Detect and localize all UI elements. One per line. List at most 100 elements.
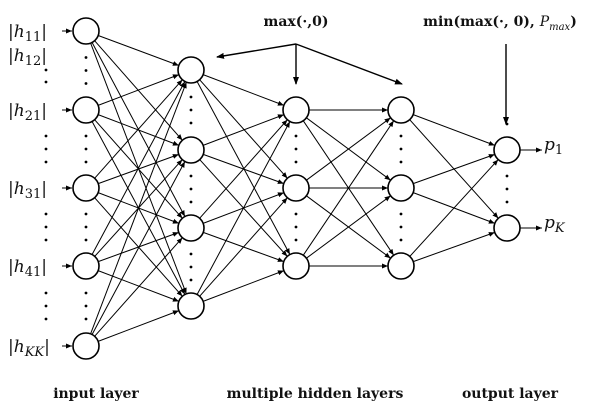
edge-input-4-to-hidden-1-0	[90, 82, 187, 334]
edge-hidden-1-0-to-hidden-2-1	[199, 79, 288, 179]
edge-input-4-to-hidden-1-2	[94, 237, 183, 337]
neuron-hidden-1-0	[177, 56, 205, 84]
ellipsis-dot	[189, 200, 193, 204]
ellipsis-dot	[84, 212, 88, 216]
input-label-sub: 41	[25, 265, 42, 280]
neuron-hidden-1-2	[177, 214, 205, 242]
ellipsis-dot	[189, 252, 193, 256]
ellipsis-dot	[84, 56, 88, 59]
edge-hidden-2-2-to-hidden-3-1	[306, 195, 391, 259]
ellipsis-dots	[44, 56, 509, 321]
edge-hidden-1-3-to-hidden-2-1	[199, 197, 288, 297]
ellipsis-dot	[505, 187, 509, 191]
edge-input-1-to-hidden-1-0	[97, 74, 180, 106]
ellipsis-dot	[189, 174, 193, 178]
edge-input-3-to-hidden-1-3	[97, 270, 180, 302]
ellipsis-dot	[399, 160, 403, 164]
neuron-input-2	[72, 174, 100, 202]
ellipsis-dot	[84, 317, 88, 321]
output-activation-var: P	[539, 14, 550, 30]
input-label-bar-right: |	[41, 22, 47, 42]
edge-input-0-to-hidden-1-0	[98, 35, 179, 66]
output-label-sub: K	[554, 221, 566, 236]
output-label-pK: pK	[544, 213, 566, 236]
input-label-sub: 11	[25, 30, 42, 45]
arrow-to-hidden-1	[216, 43, 297, 59]
connection-edges	[90, 35, 499, 342]
ellipsis-dot	[84, 147, 88, 151]
edge-hidden-1-3-to-hidden-2-0	[196, 121, 291, 295]
neuron-hidden-1-1	[177, 136, 205, 164]
neuron-hidden-3-0	[387, 96, 415, 124]
input-labels: |h11||h12||h21||h31||h41||hKK|	[8, 22, 72, 360]
input-label-bar-right: |	[44, 337, 50, 357]
input-label-h11: |h11|	[8, 22, 47, 45]
ellipsis-dot	[399, 134, 403, 138]
ellipsis-dot	[189, 108, 193, 112]
neuron-input-3	[72, 252, 100, 280]
output-activation-label: min(max(·, 0), Pmax)	[423, 14, 577, 33]
edge-hidden-1-3-to-hidden-2-2	[202, 270, 285, 302]
edge-hidden-3-1-to-output-0	[413, 153, 495, 185]
output-activation-annotation: min(max(·, 0), Pmax)	[423, 14, 577, 125]
neuron-output-0	[493, 136, 521, 164]
ellipsis-dot	[294, 238, 298, 242]
ellipsis-dot	[44, 304, 48, 308]
neuron-input-1	[72, 96, 100, 124]
input-label-h21: |h21|	[8, 101, 47, 124]
output-label-sub: 1	[555, 143, 563, 158]
input-label-bar-left: |	[8, 257, 14, 277]
ellipsis-dot	[189, 265, 193, 269]
hidden-activation-label: max(·,0)	[264, 14, 329, 30]
ellipsis-dot	[84, 225, 88, 229]
edge-input-3-to-hidden-1-0	[91, 81, 186, 255]
neuron-hidden-1-3	[177, 292, 205, 320]
ellipsis-dot	[189, 278, 193, 282]
ellipsis-dot	[84, 291, 88, 295]
edge-hidden-3-2-to-output-0	[409, 159, 499, 257]
ellipsis-dot	[399, 212, 403, 216]
edge-hidden-1-0-to-hidden-2-2	[196, 81, 291, 255]
ellipsis-dot	[294, 160, 298, 164]
output-activation-var-sub: max	[549, 22, 570, 33]
ellipsis-dot	[84, 82, 88, 85]
input-label-base: h	[14, 337, 25, 357]
ellipsis-dot	[44, 212, 48, 216]
caption-hidden-layers: multiple hidden layers	[227, 386, 404, 402]
arrow-to-hidden-3	[295, 43, 403, 85]
ellipsis-dot	[294, 147, 298, 151]
input-label-h31: |h31|	[8, 179, 47, 202]
edge-hidden-2-1-to-hidden-3-0	[306, 117, 391, 181]
input-label-sub: 31	[25, 187, 42, 202]
edge-input-4-to-hidden-1-3	[97, 310, 180, 342]
ellipsis-dot	[294, 225, 298, 229]
input-label-h41: |h41|	[8, 257, 47, 280]
input-label-sub: 12	[25, 54, 42, 69]
input-label-bar-right: |	[41, 46, 47, 66]
output-label-base: p	[544, 213, 555, 233]
ellipsis-dot	[44, 291, 48, 295]
input-label-base: h	[14, 179, 25, 199]
input-label-base: h	[14, 101, 25, 121]
ellipsis-dot	[44, 225, 48, 229]
input-label-base: h	[14, 257, 25, 277]
input-label-sub: 21	[25, 109, 42, 124]
ellipsis-dot	[294, 134, 298, 138]
input-label-hKK: |hKK|	[8, 337, 50, 360]
ellipsis-dot	[399, 238, 403, 242]
ellipsis-dot	[44, 317, 48, 321]
ellipsis-dot	[84, 160, 88, 164]
output-activation-prefix: min(max(·, 0),	[423, 14, 540, 30]
neuron-nodes	[72, 17, 521, 360]
output-label-p1: p1	[544, 135, 563, 158]
edge-hidden-1-1-to-hidden-2-0	[202, 114, 285, 146]
neuron-hidden-3-1	[387, 174, 415, 202]
ellipsis-dot	[44, 80, 48, 84]
neuron-input-0	[72, 17, 100, 45]
edge-hidden-3-0-to-output-0	[413, 114, 495, 146]
ellipsis-dot	[84, 238, 88, 242]
input-label-sub: KK	[24, 345, 46, 360]
input-label-bar-left: |	[8, 22, 14, 42]
input-label-bar-right: |	[41, 257, 47, 277]
